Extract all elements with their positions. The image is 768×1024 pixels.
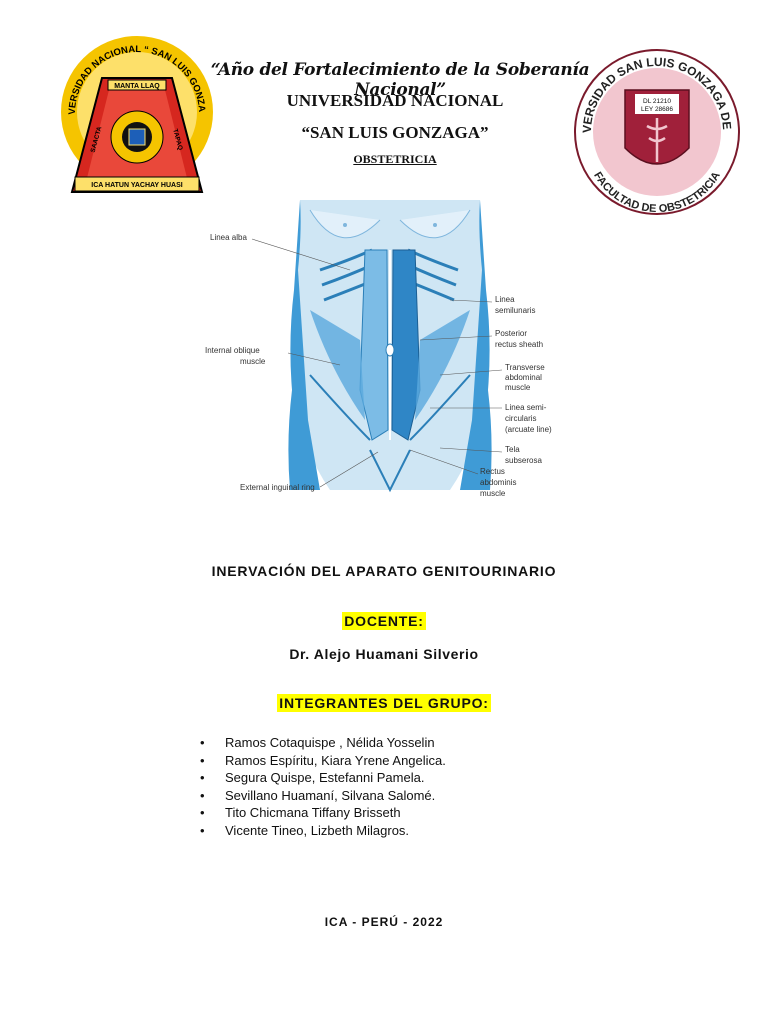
label-posterior-1: Posterior	[495, 329, 527, 338]
label-rectus-2: abdominis	[480, 478, 516, 487]
university-logo-left: UNIVERSIDAD NACIONAL “ SAN LUIS GONZAGA”…	[58, 22, 213, 193]
label-rectus-3: muscle	[480, 489, 506, 498]
university-name-line1: UNIVERSIDAD NACIONAL	[286, 91, 504, 110]
label-semicircularis-1: Linea semi-	[505, 403, 547, 412]
label-semicircularis-2: circularis	[505, 414, 537, 423]
rectus-abdominis	[359, 249, 421, 441]
abdominal-wall-illustration: Linea alba Linea semilunaris Posterior r…	[205, 200, 552, 498]
footer-location-year: ICA - PERÚ - 2022	[324, 915, 444, 929]
logo-left-banner-bottom: ICA HATUN YACHAY HUASI	[91, 182, 182, 189]
pelvis	[309, 374, 471, 493]
label-posterior-2: rectus sheath	[495, 340, 543, 349]
logo-right-dl: DL 21210	[643, 98, 671, 105]
docente-name: Dr. Alejo Huamani Silverio	[289, 646, 479, 662]
label-external-inguinal-ring: External inguinal ring	[240, 483, 315, 492]
list-item: Sevillano Huamaní, Silvana Salomé.	[200, 787, 446, 805]
label-transverse-1: Transverse	[505, 363, 545, 372]
label-rectus-1: Rectus	[480, 467, 505, 476]
motto-text: “Año del Fortalecimiento de la Soberanía…	[210, 60, 590, 100]
label-linea-alba: Linea alba	[210, 233, 247, 242]
label-internal-1: Internal oblique	[205, 346, 260, 355]
member-list: Ramos Cotaquispe , Nélida Yosselin Ramos…	[200, 734, 446, 839]
logo-right-ley: LEY 28686	[641, 106, 673, 113]
docente-section: DOCENTE:	[0, 612, 768, 631]
document-title: INERVACIÓN DEL APARATO GENITOURINARIO	[211, 563, 557, 579]
label-linea-semilunaris-2: semilunaris	[495, 306, 535, 315]
label-linea-semilunaris-1: Linea	[495, 295, 515, 304]
logo-left-banner-top: MANTA LLAQ	[114, 83, 160, 90]
list-item: Vicente Tineo, Lizbeth Milagros.	[200, 822, 446, 840]
list-item: Ramos Cotaquispe , Nélida Yosselin	[200, 734, 446, 752]
list-item: Segura Quispe, Estefanni Pamela.	[200, 769, 446, 787]
university-name-line2: “SAN LUIS GONZAGA”	[301, 123, 489, 142]
label-tela-2: subserosa	[505, 456, 542, 465]
list-item: Tito Chicmana Tiffany Brisseth	[200, 804, 446, 822]
label-internal-2: muscle	[240, 357, 266, 366]
docente-label: DOCENTE:	[342, 612, 426, 630]
label-transverse-2: abdominal	[505, 373, 542, 382]
department-name: OBSTETRICIA	[353, 152, 437, 166]
group-label: INTEGRANTES DEL GRUPO:	[277, 694, 491, 712]
breasts	[309, 209, 471, 239]
label-semicircularis-3: (arcuate line)	[505, 425, 552, 434]
group-section: INTEGRANTES DEL GRUPO:	[0, 694, 768, 713]
figure-labels: Linea alba Linea semilunaris Posterior r…	[205, 233, 552, 498]
oblique-muscles	[310, 310, 470, 420]
label-transverse-3: muscle	[505, 383, 531, 392]
label-tela-1: Tela	[505, 445, 520, 454]
faculty-logo-right: UNIVERSIDAD SAN LUIS GONZAGA DE ICA FACU…	[573, 40, 740, 215]
list-item: Ramos Espíritu, Kiara Yrene Angelica.	[200, 752, 446, 770]
